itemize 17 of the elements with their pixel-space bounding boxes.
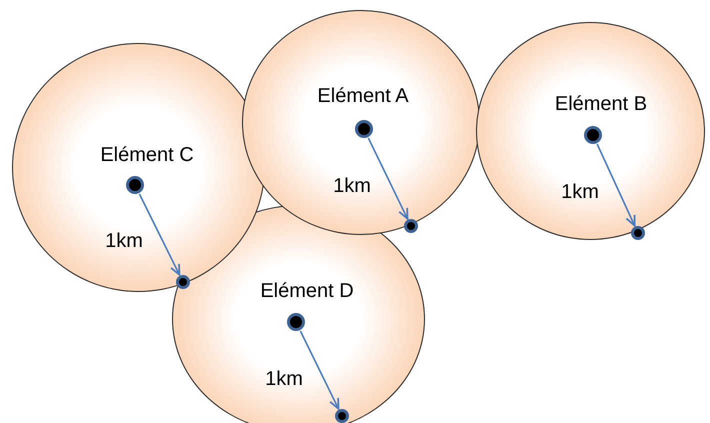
element-label: Elément B bbox=[554, 93, 648, 116]
end-point-marker bbox=[404, 219, 418, 233]
center-point-marker bbox=[286, 312, 304, 330]
distance-arrow bbox=[138, 194, 180, 276]
distance-arrow bbox=[368, 138, 408, 220]
center-point-marker bbox=[354, 120, 372, 138]
center-point-marker bbox=[584, 126, 602, 144]
element-label: Elément D bbox=[260, 280, 354, 303]
element-label: Elément C bbox=[100, 144, 194, 167]
distance-arrow bbox=[300, 330, 340, 410]
distance-arrow bbox=[596, 144, 636, 227]
edge-label: 1km bbox=[333, 175, 371, 198]
element-label: Elément A bbox=[317, 85, 409, 108]
center-point-marker bbox=[126, 176, 144, 194]
edge-label: 1km bbox=[561, 181, 599, 204]
edge-label: 1km bbox=[105, 230, 143, 253]
edge-label: 1km bbox=[265, 368, 303, 391]
